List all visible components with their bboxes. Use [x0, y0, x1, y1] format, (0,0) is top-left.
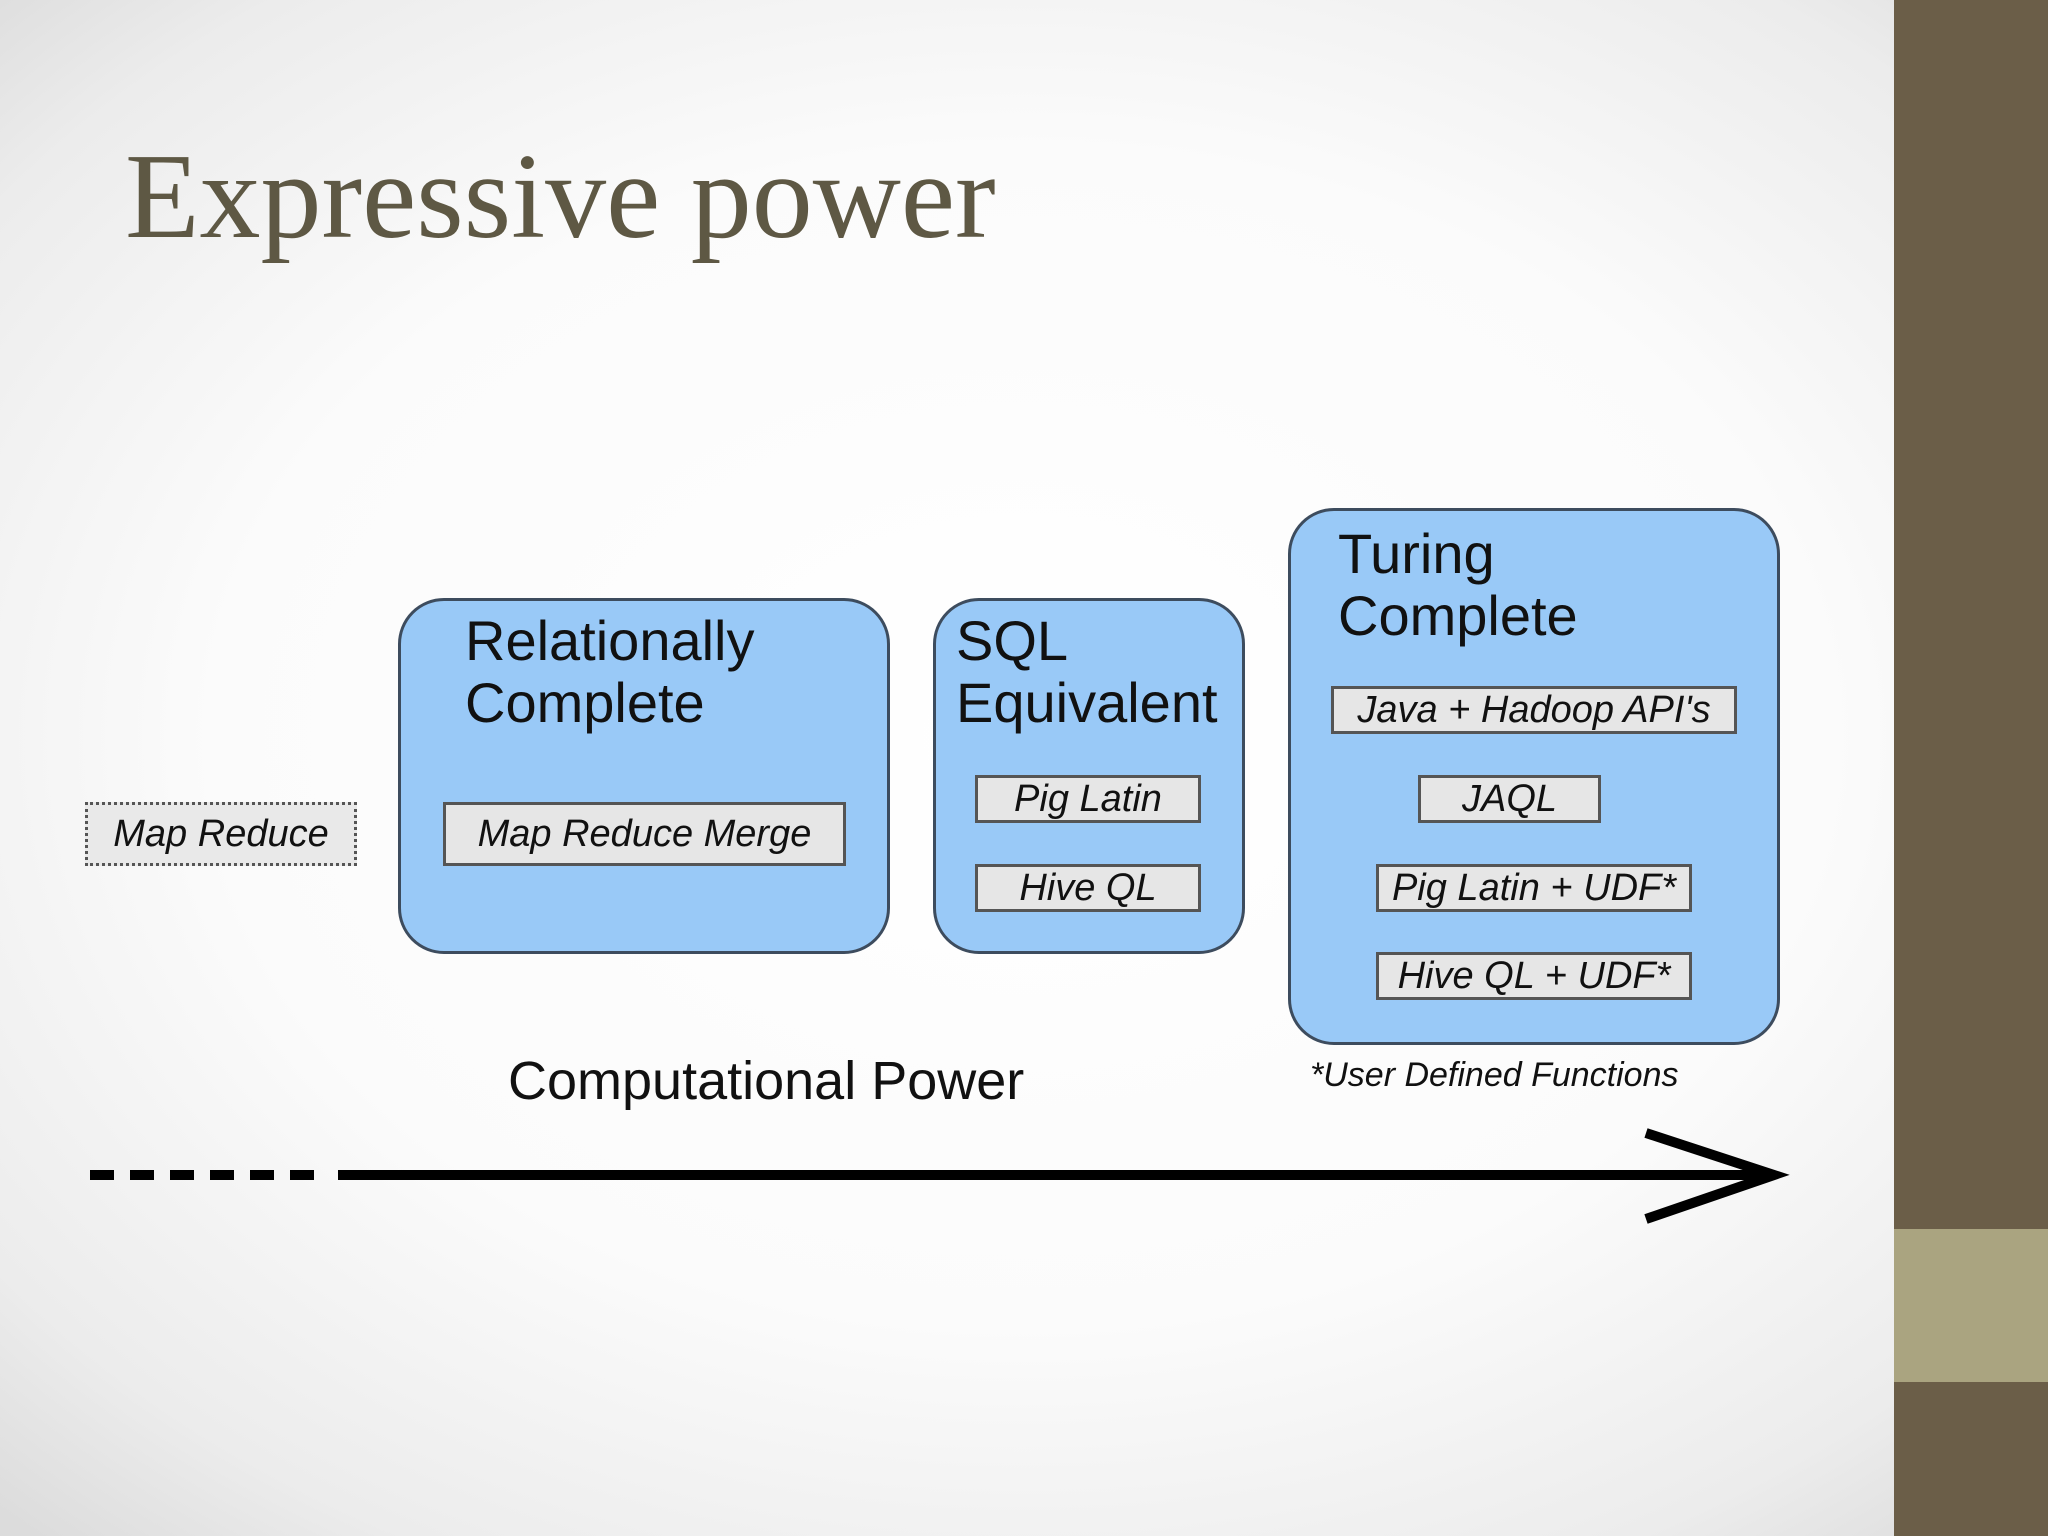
hive-ql-udf-tag: Hive QL + UDF* [1376, 952, 1692, 1000]
udf-footnote: *User Defined Functions [1310, 1056, 1679, 1094]
axis-label: Computational Power [508, 1051, 1025, 1111]
side-accent-block [1894, 1229, 2048, 1382]
map-reduce-merge-tag: Map Reduce Merge [443, 802, 846, 866]
group-relationally-complete [398, 598, 890, 954]
hive-ql-tag: Hive QL [975, 864, 1201, 912]
pig-latin-tag: Pig Latin [975, 775, 1201, 823]
map-reduce-tag: Map Reduce [85, 802, 357, 866]
arrow-head [1644, 1128, 1790, 1224]
slide-title: Expressive power [125, 129, 996, 264]
java-hadoop-api-tag: Java + Hadoop API's [1331, 686, 1737, 734]
group-label-relationally-complete: Relationally Complete [465, 609, 755, 734]
pig-latin-udf-tag: Pig Latin + UDF* [1376, 864, 1692, 912]
jaql-tag: JAQL [1418, 775, 1601, 823]
group-label-turing-complete: Turing Complete [1338, 522, 1578, 647]
group-label-sql-equivalent: SQL Equivalent [956, 609, 1218, 734]
